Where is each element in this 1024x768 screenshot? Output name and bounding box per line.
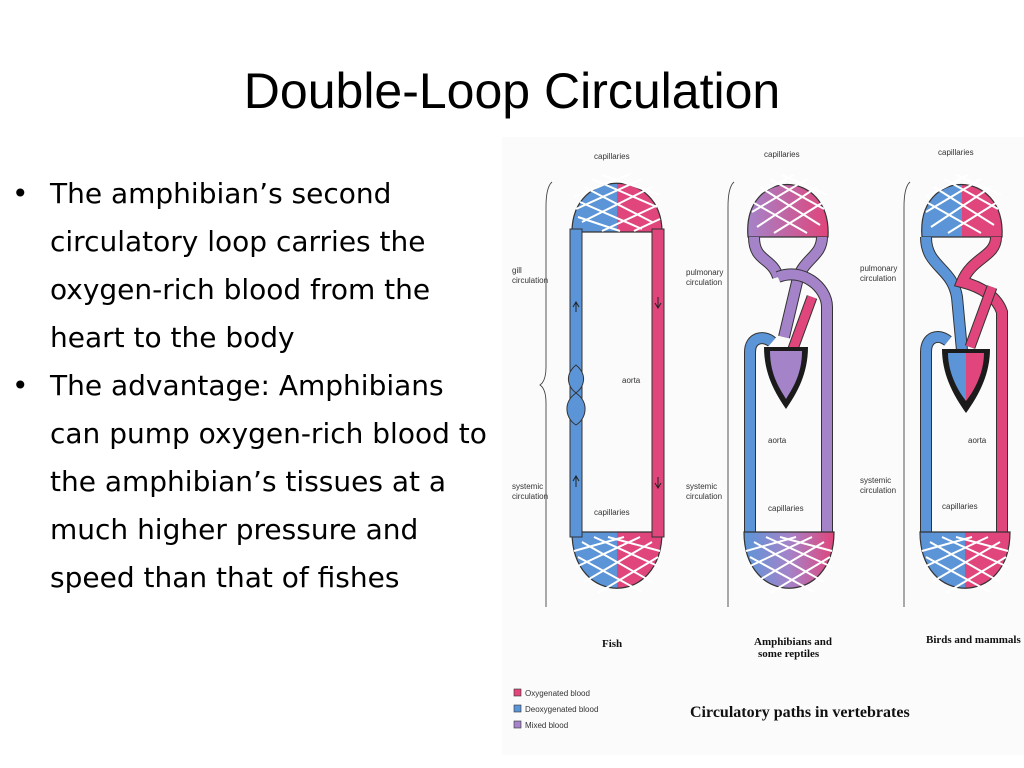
amphibian-pulmonary-label-line1: pulmonary: [686, 268, 723, 277]
amphibian-panel-label-line1: Amphibians and: [754, 636, 832, 648]
legend: Oxygenated blood Deoxygenated blood Mixe…: [513, 688, 598, 730]
bullet-item: • The amphibian’s second circulatory loo…: [10, 170, 495, 362]
amphibian-loop: [727, 174, 835, 607]
fish-systemic-label-line2: circulation: [512, 492, 548, 501]
fish-top-capillary-mesh: [573, 173, 661, 232]
amphibian-bottom-capillary-mesh: [745, 536, 833, 594]
birds-loop: [903, 174, 1011, 607]
diagram-caption: Circulatory paths in vertebrates: [690, 704, 910, 721]
birds-capillaries-top-label: capillaries: [938, 148, 974, 157]
birds-capillaries-bottom-label: capillaries: [942, 502, 978, 511]
bullet-text: The amphibian’s second circulatory loop …: [50, 177, 431, 354]
fish-aorta-label: aorta: [622, 376, 641, 385]
bullet-text: The advantage: Amphibians can pump oxyge…: [50, 369, 487, 594]
birds-panel-label: Birds and mammals: [926, 634, 1021, 646]
fish-gill-label-line1: gill: [512, 266, 522, 275]
birds-top-capillary-mesh: [925, 174, 1002, 234]
birds-bottom-capillary-mesh: [921, 536, 1009, 594]
birds-pulmonary-label-line1: pulmonary: [860, 264, 897, 273]
bullet-list: • The amphibian’s second circulatory loo…: [10, 170, 495, 602]
slide-title: Double-Loop Circulation: [243, 63, 781, 119]
legend-label-mixed: Mixed blood: [525, 721, 568, 730]
fish-loop: [539, 173, 665, 607]
fish-gill-label-line2: circulation: [512, 276, 548, 285]
amphibian-capillaries-bottom-label: capillaries: [768, 504, 804, 513]
fish-capillaries-top-label: capillaries: [594, 152, 630, 161]
fish-bottom-capillary-mesh: [573, 536, 661, 594]
fish-capillaries-bottom-label: capillaries: [594, 508, 630, 517]
circulation-diagram-svg: capillaries gill circulation aorta syste…: [512, 148, 1021, 730]
amphibian-pulmonary-label-line2: circulation: [686, 278, 722, 287]
legend-label-deoxygenated: Deoxygenated blood: [525, 705, 598, 714]
amphibian-aorta-label: aorta: [768, 436, 787, 445]
birds-systemic-label-line2: circulation: [860, 486, 896, 495]
circulation-diagram: capillaries gill circulation aorta syste…: [502, 137, 1024, 755]
bullet-glyph: •: [12, 177, 29, 210]
birds-aorta-label: aorta: [968, 436, 987, 445]
legend-label-oxygenated: Oxygenated blood: [525, 689, 590, 698]
amphibian-systemic-label-line1: systemic: [686, 482, 717, 491]
fish-panel-label: Fish: [602, 638, 622, 650]
legend-swatch-oxygenated: [513, 688, 522, 697]
legend-swatch-mixed: [513, 720, 522, 729]
amphibian-systemic-label-line2: circulation: [686, 492, 722, 501]
amphibian-panel-label-line2: some reptiles: [758, 648, 820, 660]
birds-pulmonary-label-line2: circulation: [860, 274, 896, 283]
legend-swatch-deoxygenated: [513, 704, 522, 713]
fish-systemic-label-line1: systemic: [512, 482, 543, 491]
bullet-glyph: •: [12, 369, 29, 402]
amphibian-top-capillary-mesh: [751, 174, 828, 234]
amphibian-capillaries-top-label: capillaries: [764, 150, 800, 159]
birds-systemic-label-line1: systemic: [860, 476, 891, 485]
bullet-item: • The advantage: Amphibians can pump oxy…: [10, 362, 495, 602]
